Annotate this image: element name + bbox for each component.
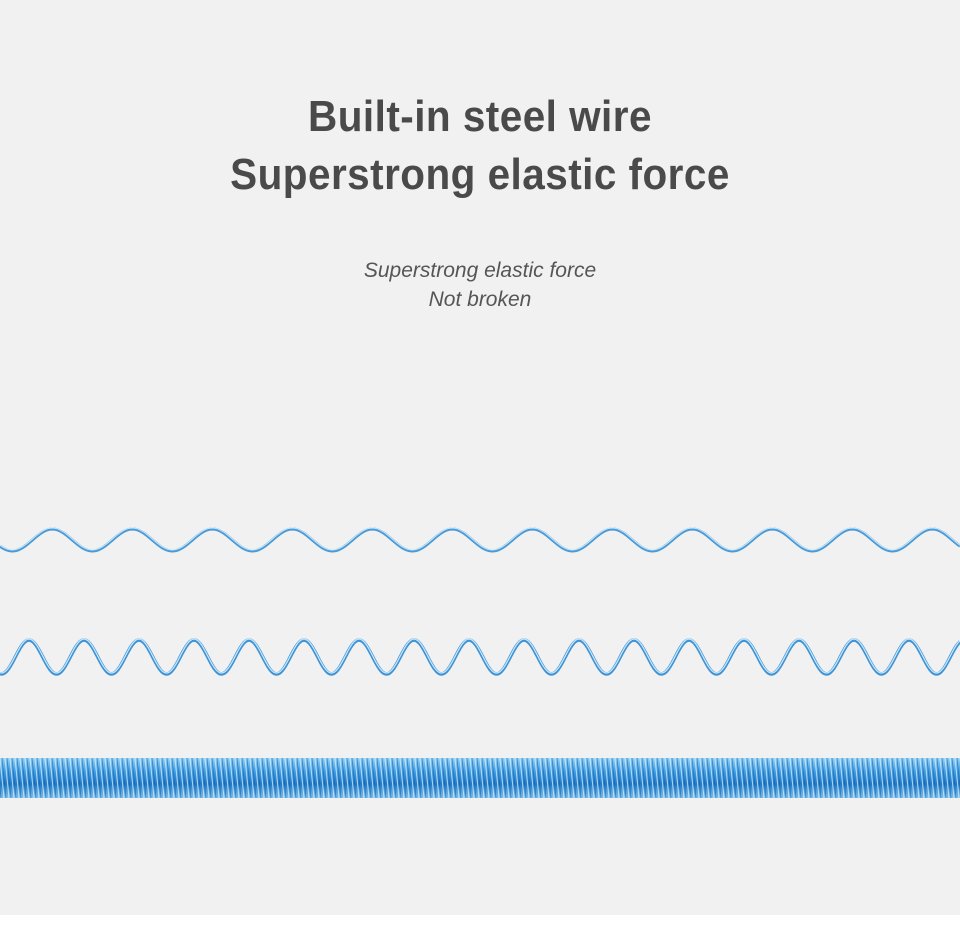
headline-line-1: Built-in steel wire — [308, 92, 652, 141]
bottom-strip — [0, 915, 960, 925]
spring-wire-illustration — [0, 527, 960, 799]
stretched-wire — [0, 527, 960, 553]
headline: Built-in steel wire Superstrong elastic … — [0, 88, 960, 204]
subtitle: Superstrong elastic force Not broken — [0, 256, 960, 314]
subtitle-line-1: Superstrong elastic force — [363, 259, 597, 282]
subtitle-line-2: Not broken — [428, 288, 532, 311]
compressed-coil — [0, 757, 960, 799]
headline-line-2: Superstrong elastic force — [230, 150, 730, 199]
relaxed-wire — [0, 638, 960, 676]
